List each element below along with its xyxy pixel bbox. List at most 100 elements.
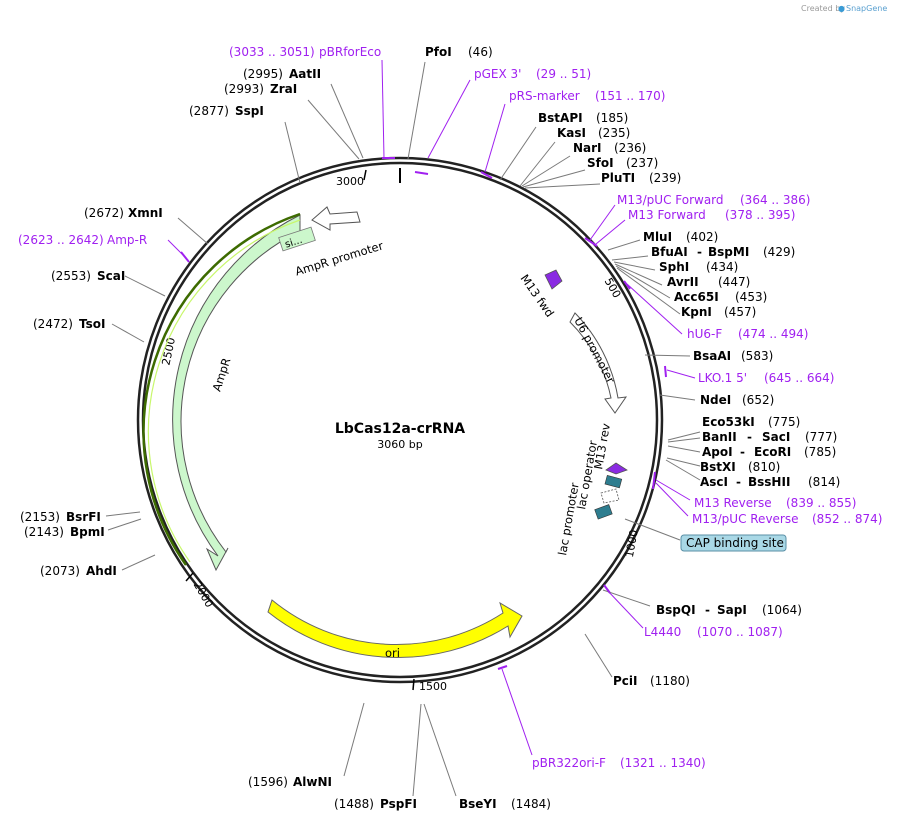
enzyme-kasi: KasI (235) <box>557 126 630 140</box>
backbone-inner <box>141 161 659 679</box>
enzyme-acc65i: Acc65I (453) <box>674 290 767 304</box>
svg-text:(1488): (1488) <box>334 797 374 811</box>
lac-promoter-arrow <box>600 488 620 504</box>
svg-text:(652): (652) <box>742 393 774 407</box>
enzyme-apoi-ecori: ApoI - EcoRI (785) <box>702 445 836 459</box>
svg-text:(2143): (2143) <box>24 525 64 539</box>
enzyme-pspfi: (1488) PspFI <box>334 797 417 811</box>
svg-text:ScaI: ScaI <box>97 269 125 283</box>
svg-text:BspMI: BspMI <box>708 245 749 259</box>
svg-text:(1180): (1180) <box>650 674 690 688</box>
svg-text:KpnI: KpnI <box>681 305 712 319</box>
ampr-promoter-arrow <box>311 206 361 231</box>
svg-text:BsrFI: BsrFI <box>66 510 101 524</box>
svg-text:ApoI: ApoI <box>702 445 733 459</box>
svg-text:LKO.1 5': LKO.1 5' <box>698 371 747 385</box>
svg-text:(453): (453) <box>735 290 767 304</box>
primer-m13-puc-forward: M13/pUC Forward (364 .. 386) <box>617 193 810 207</box>
primer-prs-marker: pRS-marker (151 .. 170) <box>509 89 665 103</box>
enzyme-nari: NarI (236) <box>573 141 646 155</box>
svg-text:L4440: L4440 <box>644 625 681 639</box>
enzyme-leaders <box>105 61 701 797</box>
svg-text:-: - <box>740 445 745 459</box>
svg-text:(3033 .. 3051): (3033 .. 3051) <box>229 45 315 59</box>
enzyme-sspi: (2877) SspI <box>189 104 264 118</box>
svg-text:SspI: SspI <box>235 104 264 118</box>
primer-hu6-f: hU6-F (474 .. 494) <box>687 327 808 341</box>
svg-text:PspFI: PspFI <box>380 797 417 811</box>
svg-text:(839 .. 855): (839 .. 855) <box>786 496 856 510</box>
primer-m13-puc-reverse: M13/pUC Reverse (852 .. 874) <box>692 512 882 526</box>
tick-1000: 1000 <box>623 529 641 559</box>
svg-text:BanII: BanII <box>702 430 737 444</box>
svg-text:KasI: KasI <box>557 126 586 140</box>
primer-pgex3: pGEX 3' (29 .. 51) <box>474 67 591 81</box>
svg-text:pGEX 3': pGEX 3' <box>474 67 521 81</box>
svg-text:-: - <box>736 475 741 489</box>
enzyme-bstapi: BstAPI (185) <box>538 111 628 125</box>
svg-text:-: - <box>705 603 710 617</box>
svg-text:-: - <box>747 430 752 444</box>
enzyme-bfuai-bspmi: BfuAI - BspMI (429) <box>651 245 795 259</box>
svg-text:(2623 .. 2642): (2623 .. 2642) <box>18 233 104 247</box>
svg-text:1000: 1000 <box>623 529 641 559</box>
svg-text:2500: 2500 <box>160 336 179 366</box>
cap-binding-site-box <box>680 534 787 552</box>
enzyme-bspqi-sapi: BspQI - SapI (1064) <box>656 603 802 617</box>
svg-text:AhdI: AhdI <box>86 564 117 578</box>
svg-text:BspQI: BspQI <box>656 603 696 617</box>
enzyme-aatii: (2995) AatII <box>243 67 321 81</box>
svg-text:(434): (434) <box>706 260 738 274</box>
svg-text:3000: 3000 <box>336 175 364 188</box>
svg-text:(2553): (2553) <box>51 269 91 283</box>
svg-text:BstXI: BstXI <box>700 460 736 474</box>
enzyme-xmni: (2672) XmnI <box>84 206 163 220</box>
svg-text:(235): (235) <box>598 126 630 140</box>
svg-text:M13 Reverse: M13 Reverse <box>694 496 772 510</box>
svg-text:(775): (775) <box>768 415 800 429</box>
svg-text:SacI: SacI <box>762 430 790 444</box>
credit-prefix: Created by <box>801 4 845 13</box>
svg-text:pRS-marker: pRS-marker <box>509 89 580 103</box>
svg-text:BstAPI: BstAPI <box>538 111 583 125</box>
enzyme-bstxi: BstXI (810) <box>700 460 780 474</box>
svg-text:XmnI: XmnI <box>128 206 163 220</box>
svg-text:-: - <box>697 245 702 259</box>
primer-leaders <box>167 59 696 756</box>
svg-text:PluTI: PluTI <box>601 171 635 185</box>
signal-label: si... <box>284 235 304 251</box>
svg-text:(814): (814) <box>808 475 840 489</box>
backbone-outer <box>136 156 664 684</box>
svg-text:(185): (185) <box>596 111 628 125</box>
svg-text:M13/pUC Forward: M13/pUC Forward <box>617 193 724 207</box>
enzyme-ndei: NdeI (652) <box>700 393 774 407</box>
enzyme-sphi: SphI (434) <box>659 260 738 274</box>
svg-text:BseYI: BseYI <box>459 797 497 811</box>
svg-text:Eco53kI: Eco53kI <box>702 415 755 429</box>
svg-text:hU6-F: hU6-F <box>687 327 722 341</box>
svg-text:(2073): (2073) <box>40 564 80 578</box>
enzyme-bsrfi: (2153) BsrFI <box>20 510 101 524</box>
svg-text:M13/pUC Reverse: M13/pUC Reverse <box>692 512 799 526</box>
enzyme-scai: (2553) ScaI <box>51 269 125 283</box>
primer-l4440: L4440 (1070 .. 1087) <box>644 625 783 639</box>
svg-text:(1596): (1596) <box>248 775 288 789</box>
signal-feature <box>278 226 316 252</box>
svg-text:(402): (402) <box>686 230 718 244</box>
tick-1500: 1500 <box>412 678 447 693</box>
svg-text:Amp-R: Amp-R <box>107 233 147 247</box>
ampr-feature <box>172 214 301 572</box>
svg-text:PciI: PciI <box>613 674 638 688</box>
svg-text:Acc65I: Acc65I <box>674 290 719 304</box>
svg-text:EcoRI: EcoRI <box>754 445 791 459</box>
svg-text:(1064): (1064) <box>762 603 802 617</box>
enzyme-pfoi: PfoI (46) <box>425 45 493 59</box>
lac-promoter-label: lac promoter <box>555 481 582 556</box>
enzyme-sfoi: SfoI (237) <box>587 156 658 170</box>
svg-text:(2153): (2153) <box>20 510 60 524</box>
svg-text:(429): (429) <box>763 245 795 259</box>
svg-text:(447): (447) <box>718 275 750 289</box>
ampr-promoter-label: AmpR promoter <box>293 238 385 278</box>
enzyme-bpmi: (2143) BpmI <box>24 525 105 539</box>
